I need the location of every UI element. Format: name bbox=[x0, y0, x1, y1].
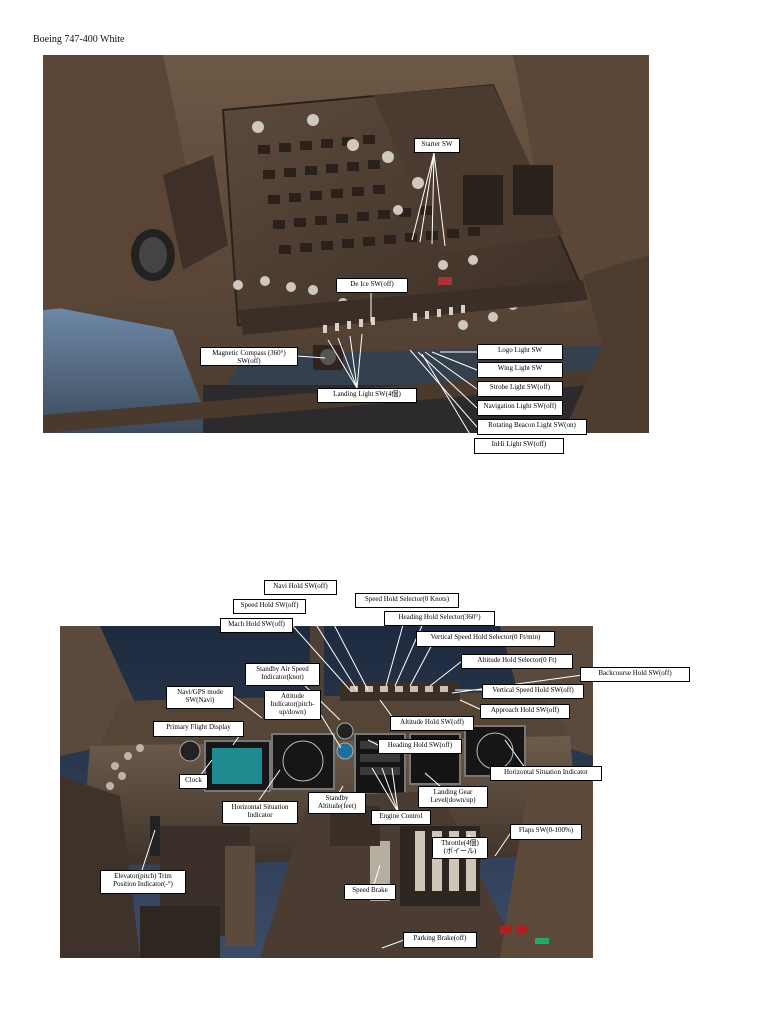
logo-light-label: Logo Light SW bbox=[477, 344, 563, 360]
page-title: Boeing 747-400 White bbox=[33, 34, 125, 45]
navi-hold-switch-label: Navi Hold SW(off) bbox=[264, 580, 337, 595]
wing-light-label: Wing Light SW bbox=[477, 362, 563, 378]
navigation-light-label: Navigation Light SW(off) bbox=[477, 400, 563, 416]
speed-hold-selector-label: Speed Hold Selector(0 Knots) bbox=[355, 593, 459, 608]
engine-control-label: Engine Control bbox=[371, 810, 431, 825]
inhi-light-label: InHi Light SW(off) bbox=[474, 438, 564, 454]
landing-gear-label: Landing Gear Level(down/up) bbox=[418, 786, 488, 808]
speed-hold-switch-label: Speed Hold SW(off) bbox=[233, 599, 306, 614]
heading-hold-selector-label: Heading Hold Selector(360°) bbox=[384, 611, 495, 626]
primary-flight-display-label: Primary Flight Display bbox=[153, 721, 244, 737]
deice-switch-label: De Ice SW(off) bbox=[336, 278, 408, 293]
flaps-switch-label: Flaps SW(0-100%) bbox=[510, 824, 582, 840]
altitude-hold-switch-label: Altitude Hold SW(off) bbox=[390, 716, 474, 731]
backcourse-hold-switch-label: Backcourse Hold SW(off) bbox=[580, 667, 690, 682]
starter-switch-label: Starter SW bbox=[414, 138, 460, 153]
heading-hold-switch-label: Heading Hold SW(off) bbox=[378, 739, 462, 754]
hsi-left-label: Horizontal Situation Indicator bbox=[222, 801, 298, 824]
vertical-speed-hold-switch-label: Vertical Speed Hold SW(off) bbox=[482, 684, 584, 699]
throttle-label: Throttle(4個) (ボイール) bbox=[432, 837, 488, 859]
altitude-hold-selector-label: Altitude Hold Selector(0 Ft) bbox=[461, 654, 573, 669]
clock-label: Clock bbox=[179, 774, 208, 789]
strobe-light-label: Strobe Light SW(off) bbox=[477, 381, 563, 397]
standby-altitude-label: Standby Altitude(feet) bbox=[308, 792, 366, 814]
vertical-speed-hold-selector-label: Vertical Speed Hold Selector(0 Ft/min) bbox=[416, 631, 555, 647]
landing-light-label: Landing Light SW(4個) bbox=[317, 388, 417, 403]
speed-brake-label: Speed Brake bbox=[344, 884, 396, 900]
attitude-indicator-label: Attitude Indicator(pitch- up/down) bbox=[264, 690, 321, 720]
elevator-trim-label: Elevator(pitch) Trim Position Indicator(… bbox=[100, 870, 186, 894]
parking-brake-label: Parking Brake(off) bbox=[403, 932, 477, 948]
standby-air-speed-label: Standby Air Speed Indicator(knot) bbox=[245, 663, 320, 686]
magnetic-compass-label: Magnetic Compass (360°) SW(off) bbox=[200, 347, 298, 366]
mach-hold-switch-label: Mach Hold SW(off) bbox=[220, 618, 293, 633]
hsi-right-label: Horizontal Situation Indicator bbox=[490, 766, 602, 781]
approach-hold-switch-label: Approach Hold SW(off) bbox=[480, 704, 570, 719]
navi-gps-mode-label: Navi/GPS mode SW(Navi) bbox=[166, 686, 234, 709]
rotating-beacon-label: Rotating Beacon Light SW(on) bbox=[477, 419, 587, 435]
